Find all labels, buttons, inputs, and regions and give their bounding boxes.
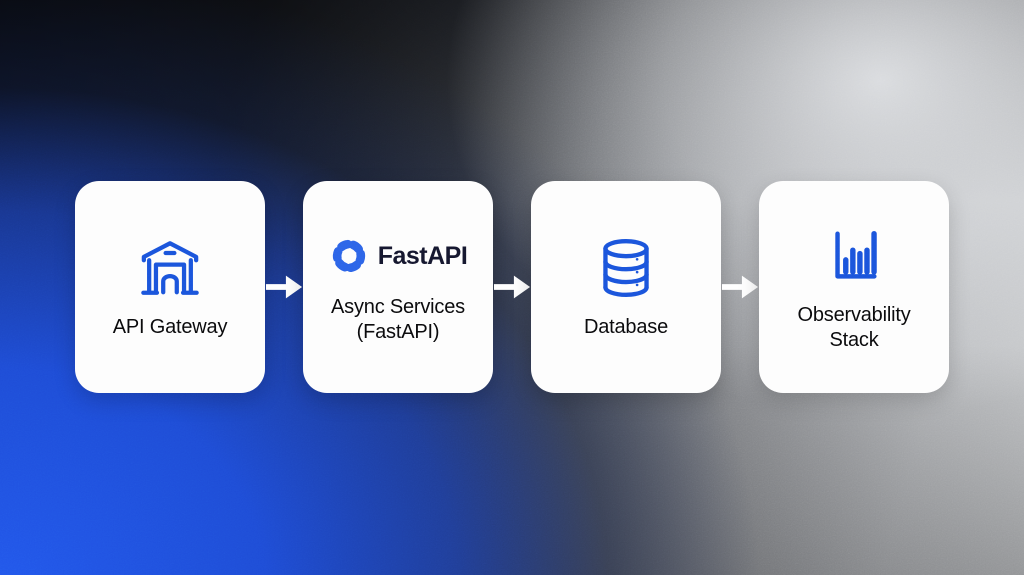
fastapi-logo-icon [329, 235, 369, 277]
fastapi-logo-text: FastAPI [377, 241, 468, 270]
node-label: Database [583, 316, 668, 339]
gateway-arch-icon [139, 234, 201, 302]
node-label-line1: Async Services [331, 296, 465, 319]
flow-arrow [721, 272, 759, 302]
bar-chart-icon [823, 222, 885, 290]
flow-arrow [265, 272, 303, 302]
fastapi-logo: FastAPI [329, 230, 468, 282]
flow-row: API Gateway FastAPI Async Services (Fa [75, 181, 949, 393]
node-label: API Gateway [112, 316, 228, 339]
node-label: Observability Stack [798, 303, 911, 352]
node-label-line2: Stack [829, 328, 879, 351]
node-label-line2: (FastAPI) [356, 320, 440, 343]
node-label-line1: Observability [797, 304, 911, 327]
node-async-services: FastAPI Async Services (FastAPI) [303, 181, 493, 393]
flow-arrow [493, 272, 531, 302]
node-observability-stack: Observability Stack [759, 181, 949, 393]
node-label: Async Services (FastAPI) [331, 295, 465, 344]
database-icon [597, 234, 655, 302]
node-api-gateway: API Gateway [75, 181, 265, 393]
node-database: Database [531, 181, 721, 393]
